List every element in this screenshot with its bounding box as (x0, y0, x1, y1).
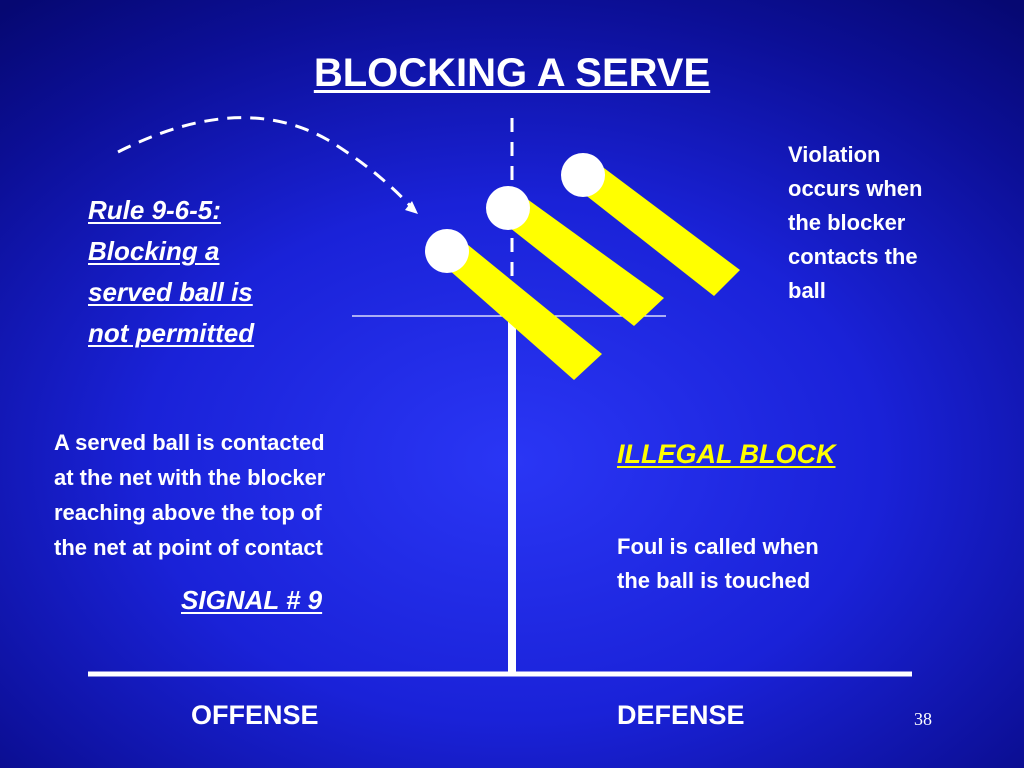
violation-line: Violation (788, 142, 881, 167)
rule-line: Blocking a (88, 236, 220, 266)
volleyball-icon (561, 153, 605, 197)
volleyball-icon (486, 186, 530, 230)
signal-label: SIGNAL # 9 (181, 585, 323, 615)
description-line: the net at point of contact (54, 535, 323, 560)
slide-number: 38 (914, 709, 932, 729)
rule-line: served ball is (88, 277, 253, 307)
description-line: A served ball is contacted (54, 430, 325, 455)
blocker-wedge-3 (574, 162, 740, 296)
rule-reference: Rule 9-6-5: Blocking a served ball is no… (88, 190, 328, 354)
serve-arrowhead (405, 201, 418, 214)
violation-note: Violation occurs when the blocker contac… (788, 138, 988, 308)
illegal-block-label: ILLEGAL BLOCK (617, 439, 836, 469)
defense-label: DEFENSE (617, 700, 745, 730)
blocker-wedge-2 (500, 196, 664, 326)
foul-note: Foul is called when the ball is touched (617, 530, 917, 598)
offense-label: OFFENSE (191, 700, 319, 730)
foul-line: the ball is touched (617, 568, 811, 593)
foul-line: Foul is called when (617, 534, 819, 559)
rule-line: not permitted (88, 318, 255, 348)
blocker-wedge-1 (440, 240, 602, 380)
violation-line: occurs when (788, 176, 923, 201)
violation-line: the blocker (788, 210, 906, 235)
volleyball-icon (425, 229, 469, 273)
violation-line: contacts the (788, 244, 918, 269)
slide-title: BLOCKING A SERVE (0, 48, 1024, 98)
description-line: reaching above the top of (54, 500, 322, 525)
description-line: at the net with the blocker (54, 465, 326, 490)
violation-line: ball (788, 278, 826, 303)
rule-line: Rule 9-6-5: (88, 195, 221, 225)
situation-description: A served ball is contacted at the net wi… (54, 425, 434, 565)
slide-title-text: BLOCKING A SERVE (313, 51, 711, 95)
